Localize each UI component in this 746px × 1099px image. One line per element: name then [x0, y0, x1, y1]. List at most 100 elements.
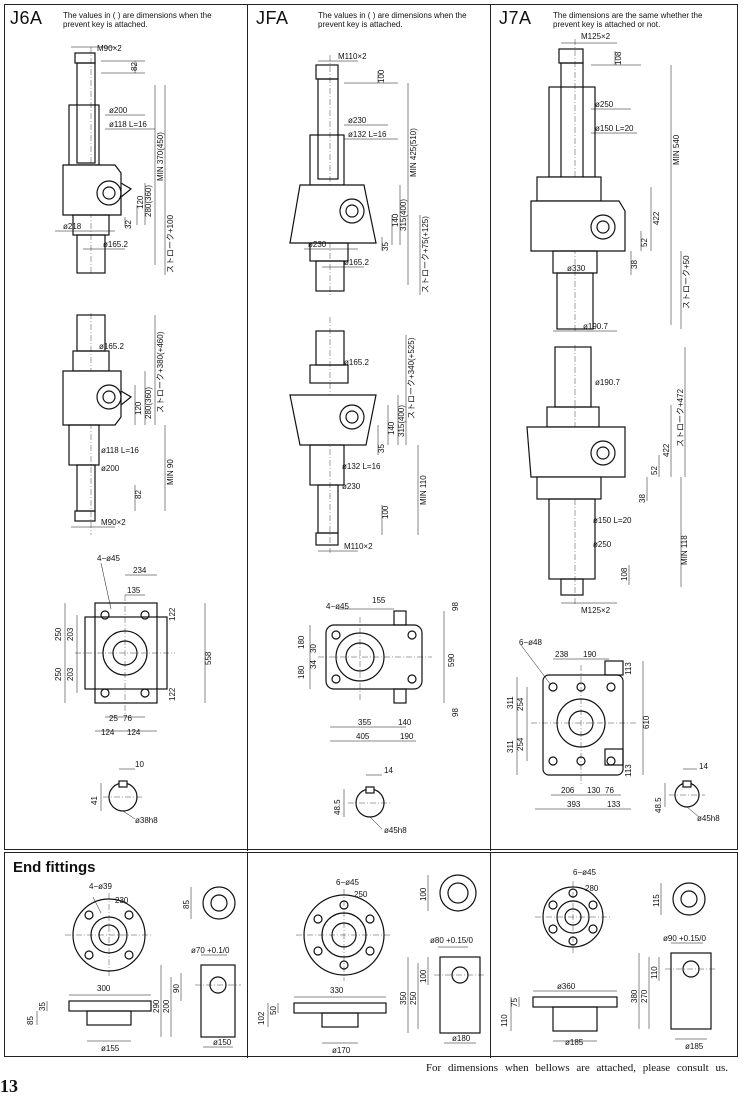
jfa-d132: ø132 L=16 — [348, 130, 387, 139]
jfa-stroke: ストローク+75(+125) — [421, 216, 430, 293]
j6a-upper-jack — [55, 46, 166, 275]
ef-j7a-drawings: 6−ø45 280 ø360 75 110 ø185 115 ø90 +0.15… — [500, 868, 717, 1051]
jfa-plan-view — [309, 608, 445, 742]
j7a-plan-view — [516, 644, 644, 810]
jfa-b-d230: ø230 — [342, 482, 361, 491]
jfa-p-590: 590 — [447, 653, 456, 667]
end-fittings-jfa: 6−ø45 250 330 50 102 ø170 100 ø80 +0.15/… — [248, 853, 491, 1058]
ef-j7a-d75: 75 — [510, 998, 519, 1007]
j6a-p-122b: 122 — [168, 687, 177, 701]
ef-j7a-d110b: 110 — [650, 966, 659, 979]
jfa-b-stroke: ストローク+340(+525) — [407, 337, 416, 419]
jfa-thread: M110×2 — [338, 52, 367, 61]
j7a-p-311a: 311 — [506, 696, 515, 709]
ef-jfa-d170: ø170 — [332, 1046, 351, 1055]
j7a-b-d150: ø150 L=20 — [593, 516, 632, 525]
ef-jfa-d80: ø80 +0.15/0 — [430, 936, 473, 945]
model-note-j7a: The dimensions are the same whether the … — [553, 11, 703, 29]
jfa-p-98a: 98 — [451, 602, 460, 611]
j6a-k-10: 10 — [135, 760, 144, 769]
j6a-p-124a: 124 — [101, 728, 115, 737]
j6a-min: MIN 370(450) — [156, 132, 165, 181]
ef-j6a-d90: 90 — [172, 984, 181, 993]
j6a-p-122a: 122 — [168, 607, 177, 621]
jfa-b-d35: 35 — [377, 444, 386, 453]
j6a-p-250b: 250 — [54, 667, 63, 681]
jfa-upper-jack — [289, 55, 421, 295]
ef-j6a-holes: 4−ø39 — [89, 882, 112, 891]
jfa-h315: 315(400) — [399, 199, 408, 231]
j7a-b-d190: ø190.7 — [595, 378, 620, 387]
ef-jfa-clevis — [407, 874, 486, 1044]
j7a-p-254a: 254 — [516, 697, 525, 711]
j7a-p-130: 130 — [587, 786, 601, 795]
j7a-h422: 422 — [652, 211, 661, 225]
j7a-p-393: 393 — [567, 800, 581, 809]
j6a-b-thread: M90×2 — [101, 518, 126, 527]
ef-j6a-d290: 290 — [152, 999, 161, 1013]
j6a-p-135: 135 — [127, 586, 141, 595]
jfa-min: MIN 425(510) — [409, 128, 418, 177]
j6a-d218: ø218 — [63, 222, 82, 231]
j7a-p-113a: 113 — [624, 662, 633, 675]
j6a-key-section — [100, 768, 143, 820]
j6a-p-203b: 203 — [66, 667, 75, 681]
model-title-jfa: JFA — [256, 8, 289, 28]
j7a-b-h52: 52 — [650, 466, 659, 475]
jfa-p-98b: 98 — [451, 708, 460, 717]
j6a-p-124b: 124 — [127, 728, 141, 737]
j6a-b-d200: ø200 — [101, 464, 120, 473]
j7a-d38: 38 — [630, 260, 639, 269]
j7a-b-d108: 108 — [620, 567, 629, 581]
jfa-b-h140: 140 — [387, 421, 396, 435]
j7a-p-190: 190 — [583, 650, 597, 659]
page-number: 13 — [0, 1076, 18, 1096]
ef-j7a-d90: ø90 +0.15/0 — [663, 934, 706, 943]
jfa-b-d165: ø165.2 — [344, 358, 369, 367]
column-j6a: J6A The values in ( ) are dimensions whe… — [5, 5, 248, 851]
ef-j6a-d230: 230 — [115, 896, 129, 905]
jfa-b-min: MIN 110 — [419, 475, 428, 505]
jfa-d230b: ø230 — [308, 240, 327, 249]
jfa-b-h315: 315(400) — [397, 405, 406, 437]
ef-j7a-d280: 280 — [585, 884, 599, 893]
j7a-lower-jack — [526, 345, 686, 605]
ef-j6a-clevis — [160, 886, 241, 1048]
jfa-p-180a: 180 — [297, 635, 306, 649]
jfa-p-34: 34 — [309, 660, 318, 669]
ef-jfa-d330: 330 — [330, 986, 344, 995]
main-drawing-frame: J6A The values in ( ) are dimensions whe… — [4, 4, 738, 851]
jfa-d165: ø165.2 — [344, 258, 369, 267]
j6a-p-203a: 203 — [66, 627, 75, 641]
j7a-k-d45: ø45h8 — [697, 814, 720, 823]
ef-jfa-d100: 100 — [419, 887, 428, 901]
j6a-b-h280: 280(360) — [144, 387, 153, 419]
j7a-b-h422: 422 — [662, 443, 671, 457]
j7a-key-section — [664, 768, 705, 818]
jfa-h140: 140 — [391, 213, 400, 227]
j7a-d150: ø150 L=20 — [595, 124, 634, 133]
ef-j6a-d155: ø155 — [101, 1044, 120, 1053]
j7a-b-thread: M125×2 — [581, 606, 611, 615]
ef-jfa-d100b: 100 — [419, 969, 428, 983]
jfa-drawings: M110×2 100 ø230 ø132 L=16 MIN 425(510) 3… — [289, 52, 460, 835]
j6a-d165: ø165.2 — [103, 240, 128, 249]
jfa-k-48: 48.5 — [333, 799, 342, 815]
end-fittings-j6a: 4−ø39 230 300 35 85 ø155 85 ø70 +0.1/0 — [5, 853, 248, 1058]
j6a-stroke: ストローク+100 — [166, 214, 175, 273]
ef-j7a-d185: ø185 — [565, 1038, 584, 1047]
j7a-drawings: M125×2 108 ø250 ø150 L=20 MIN 540 422 52… — [506, 32, 720, 823]
j6a-b-d118: ø118 L=16 — [101, 446, 139, 455]
jfa-p-140: 140 — [398, 718, 412, 727]
ef-j6a-d85: 85 — [182, 900, 191, 909]
j6a-p-25: 25 — [109, 714, 118, 723]
ef-jfa-d180: ø180 — [452, 1034, 471, 1043]
model-title-j6a: J6A — [10, 8, 43, 28]
ef-jfa-flange — [267, 889, 392, 1044]
j6a-b-h120: 120 — [134, 401, 143, 415]
ef-j7a-flange — [510, 881, 618, 1042]
jfa-lower-jack — [289, 317, 419, 553]
end-fittings-frame: End fittings 4−ø39 23 — [4, 852, 738, 1058]
j7a-p-206: 206 — [561, 786, 575, 795]
j7a-p-610: 610 — [642, 715, 651, 729]
